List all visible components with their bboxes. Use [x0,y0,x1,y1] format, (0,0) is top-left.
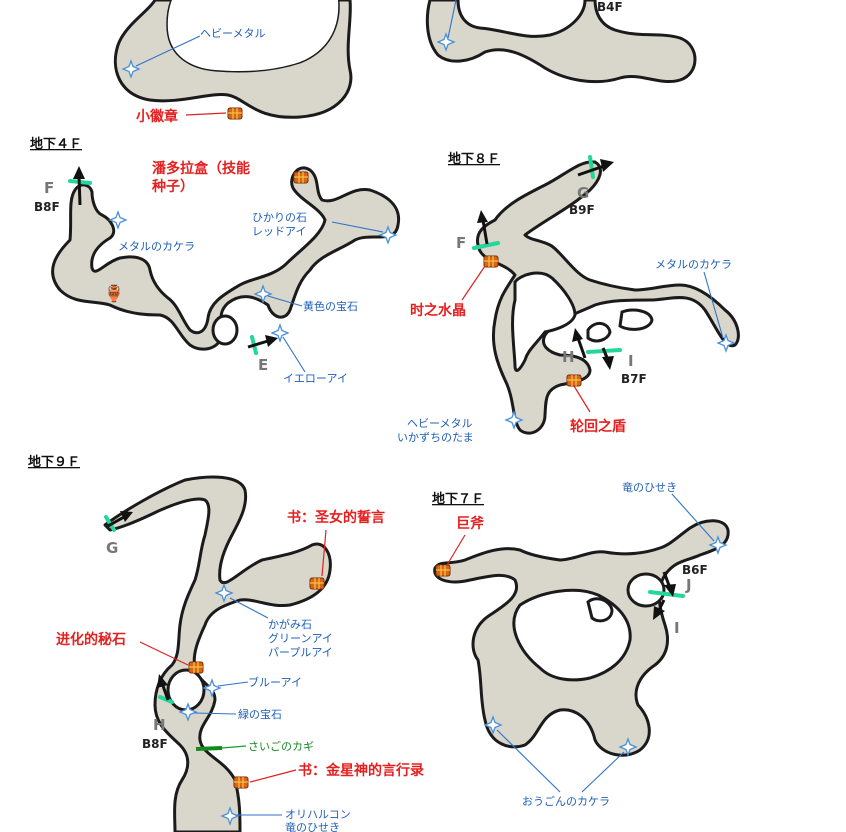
stair-marker-f-floor: B8F [34,200,60,214]
stair-marker-h-floor: B8F [142,737,168,751]
green-eye-label: グリーンアイ [268,631,333,645]
b4f-map: 地下４Ｆ メタルのカケラ 🏺 潘多拉盒（技能 种子） ひかりの石 レッドアイ 黄… [30,136,401,385]
heavy-metal-label: ヘビーメタル [407,417,473,430]
stair-marker-j: J [685,576,692,594]
b8f-map: 地下８Ｆ 时之水晶 メタルのカケラ ヘビーメタル いかずちのたま 轮回之盾 G … [397,151,740,444]
stair-marker-j-floor: B6F [682,563,708,577]
red-eye-label: レッドアイ [252,225,306,238]
b7f-map: 地下７Ｆ 巨斧 竜のひせき おうごんのカケラ B6F J I [432,480,730,808]
treasure-chest-icon [483,255,499,268]
orichalcum-label: オリハルコン [285,808,351,821]
stair-marker-g: G [106,539,118,557]
book-venus-label: 书：金星神的言行录 [298,762,424,779]
thunder-ball-label: いかずちのたま [397,431,474,444]
dragon-stone-label: 竜のひせき [285,820,340,832]
metal-fragment-label: メタルのカケラ [655,258,732,271]
time-crystal-label: 时之水晶 [410,302,466,319]
treasure-chest-icon [309,577,325,590]
b8f-title: 地下８Ｆ [448,151,500,167]
stair-marker-h: H [153,716,166,734]
treasure-chest-icon [293,171,309,184]
purple-eye-label: パープルアイ [268,646,333,659]
blue-eye-label: ブルーアイ [248,675,302,689]
b4f-label: B4F [597,0,623,14]
stair-marker-g-floor: B9F [569,203,595,217]
dragon-stone-label: 竜のひせき [622,480,677,494]
b9f-title: 地下９Ｆ [28,454,80,470]
treasure-chest-icon [233,776,249,789]
treasure-chest-icon [566,374,582,387]
book-saint-oath-label: 书：圣女的誓言 [287,509,385,526]
b7f-title: 地下７Ｆ [432,491,484,507]
stair-marker-i: I [628,352,634,370]
evolution-stone-label: 进化的秘石 [56,631,126,648]
mirror-stone-label: かがみ石 [268,617,312,631]
yellow-gem-label: 黄色の宝石 [303,299,358,313]
stair-marker-f: F [456,234,466,252]
treasure-chest-icon [227,107,243,120]
top-left-map: ヘビーメタル 小徽章 [113,0,353,125]
b9f-map: 地下９Ｆ 书：圣女的誓言 かがみ石 グリーンアイ パープルアイ 进化的秘石 ブル… [28,454,424,832]
treasure-chest-icon [188,661,204,674]
b4f-title: 地下４Ｆ [30,136,82,152]
statue-icon: 🏺 [104,284,124,303]
stair-marker-i-floor: B7F [621,372,647,386]
pandora-box-label-2: 种子） [151,178,194,195]
pandora-box-label: 潘多拉盒（技能 [152,160,250,177]
reincarnation-shield-label: 轮回之盾 [570,418,626,435]
last-key-label: さいごのカギ [248,739,314,753]
yellow-eye-label: イエローアイ [283,372,348,385]
stair-marker-g: G [577,184,589,202]
great-axe-label: 巨斧 [456,515,485,532]
stair-marker-h: H [562,348,575,366]
treasure-chest-icon [435,564,451,577]
stair-marker-e: E [258,356,268,374]
stair-marker-f: F [44,179,54,197]
small-medal-label: 小徽章 [136,108,178,125]
heavy-metal-label: ヘビーメタル [200,27,266,40]
green-gem-label: 緑の宝石 [238,707,282,721]
metal-fragment-label: メタルのカケラ [118,240,195,253]
light-stone-label: ひかりの石 [252,211,307,224]
stair-marker-i: I [674,619,680,637]
gold-fragment-label: おうごんのカケラ [522,794,610,808]
top-right-map: B4F [425,0,697,84]
